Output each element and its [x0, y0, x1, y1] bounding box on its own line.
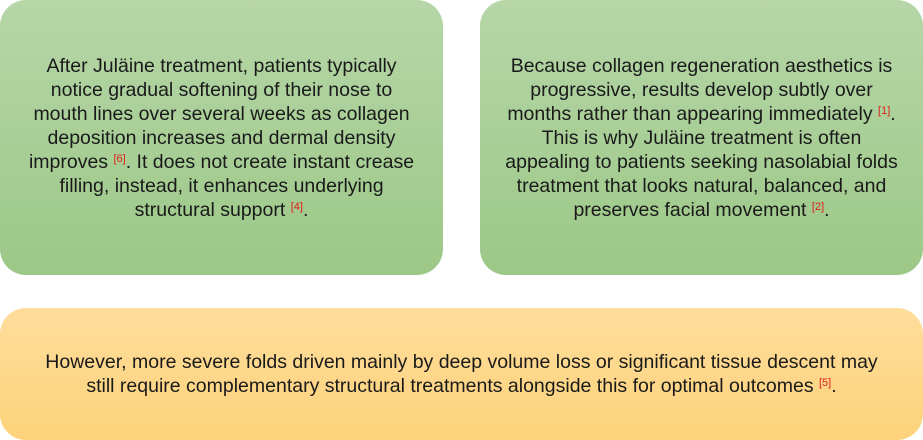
card-text: After Juläine treatment, patients typica… [22, 54, 422, 222]
text-segment: . [302, 198, 309, 221]
card-text: However, more severe folds driven mainly… [32, 350, 892, 398]
text-segment: . [824, 198, 830, 221]
text-segment: . This is why Juläine treatment is often… [505, 102, 898, 221]
text-segment: However, more severe folds driven mainly… [45, 351, 878, 397]
citation-link[interactable]: [2] [811, 200, 825, 213]
card-text: Because collagen regeneration aesthetics… [502, 54, 902, 222]
text-segment: After Juläine treatment, patients typica… [28, 54, 410, 173]
citation-link[interactable]: [5] [818, 377, 832, 389]
citation-link[interactable]: [1] [878, 104, 891, 117]
info-card-results-timeline: After Juläine treatment, patients typica… [0, 0, 443, 275]
text-segment: . It does not create instant crease fill… [59, 150, 415, 221]
citation-link[interactable]: [4] [290, 200, 303, 213]
text-segment: Because collagen regeneration aesthetics… [507, 54, 893, 125]
text-segment: . [831, 375, 837, 397]
info-card-progressive-results: Because collagen regeneration aesthetics… [480, 0, 923, 275]
info-card-severe-folds-note: However, more severe folds driven mainly… [0, 308, 923, 440]
citation-link[interactable]: [6] [113, 152, 126, 165]
